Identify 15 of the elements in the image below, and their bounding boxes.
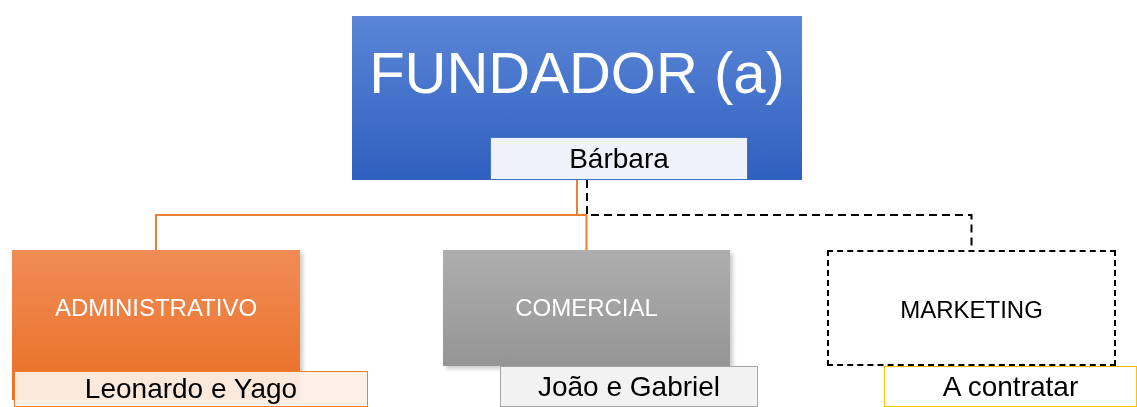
title-box bbox=[352, 16, 802, 180]
department-box bbox=[443, 250, 730, 366]
connector-line bbox=[576, 179, 588, 251]
name-box bbox=[490, 137, 748, 180]
name-box bbox=[884, 366, 1137, 407]
department-box bbox=[827, 250, 1116, 366]
node-label: Bárbara bbox=[569, 144, 669, 173]
name-box bbox=[500, 366, 758, 407]
node-label: A contratar bbox=[942, 372, 1079, 401]
node-label: MARKETING bbox=[900, 298, 1043, 322]
node-label: COMERCIAL bbox=[515, 296, 658, 320]
node-label: Leonardo e Yago bbox=[84, 375, 298, 403]
node-label: ADMINISTRATIVO bbox=[54, 296, 258, 320]
node-label: João e Gabriel bbox=[537, 372, 721, 401]
name-box bbox=[14, 371, 368, 407]
